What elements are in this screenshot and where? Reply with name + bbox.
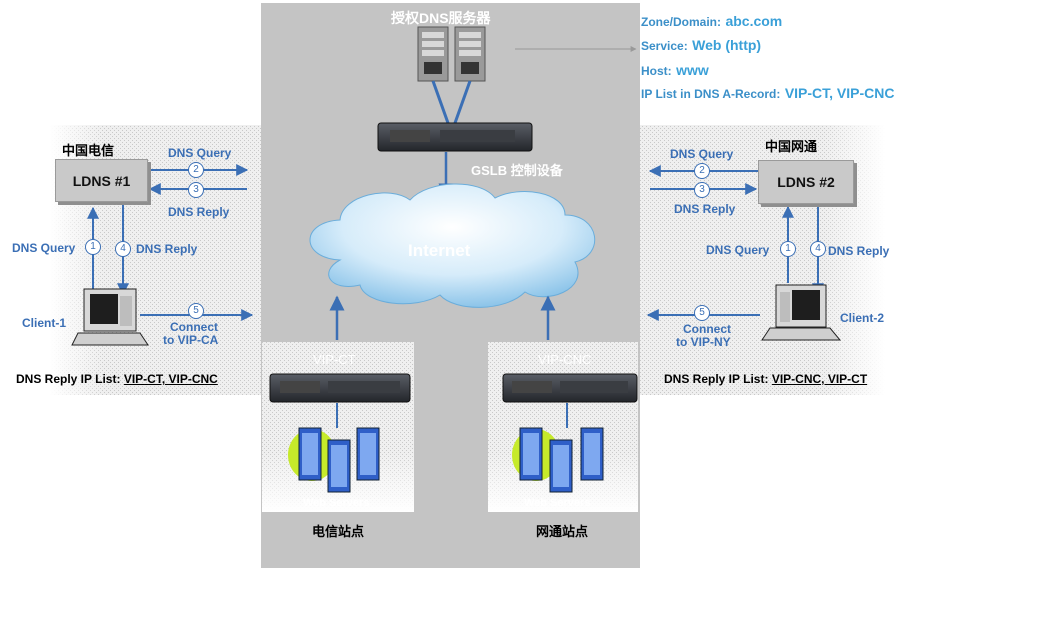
left-step-2-badge: 2 <box>188 162 204 178</box>
web-servers-ct <box>288 427 380 493</box>
internet-label: Internet <box>408 241 471 260</box>
client-1-computer <box>71 288 149 346</box>
ip-list-label: IP List in DNS A-Record: <box>641 87 781 101</box>
site-cnc-name: 网通站点 <box>536 524 589 539</box>
vip-ct-label: VIP-CT <box>313 352 356 367</box>
right-isp-label: 中国网通 <box>765 139 818 154</box>
right-dns-query-top-label: DNS Query <box>670 147 734 161</box>
ip-list-value: VIP-CT, VIP-CNC <box>784 85 895 101</box>
site-cnc-servers-label: Web Servers <box>524 497 591 509</box>
host-value: www <box>676 62 709 78</box>
site-ct-servers-label: Web Servers <box>303 497 370 509</box>
dns-server-left <box>417 26 449 82</box>
right-reply-ip-list-value: VIP-CNC, VIP-CT <box>771 372 868 386</box>
host-line: Host: www <box>641 62 709 80</box>
right-reply-ip-list: DNS Reply IP List: VIP-CNC, VIP-CT <box>664 372 867 386</box>
left-step-5-badge: 5 <box>188 303 204 319</box>
host-label: Host: <box>641 64 672 78</box>
authoritative-dns-label: 授权DNS服务器 <box>391 10 491 26</box>
right-connect-label: Connect <box>683 322 731 336</box>
ldns-2-box: LDNS #2 <box>758 160 854 204</box>
client-1-label: Client-1 <box>22 316 67 330</box>
ip-list-line: IP List in DNS A-Record: VIP-CT, VIP-CNC <box>641 85 895 103</box>
zone-label: Zone/Domain: <box>641 15 721 29</box>
vip-ct-device <box>269 373 411 403</box>
left-dns-reply-top-label: DNS Reply <box>168 205 230 219</box>
right-reply-ip-list-label: DNS Reply IP List: <box>664 372 769 386</box>
left-reply-ip-list-value: VIP-CT, VIP-CNC <box>123 372 218 386</box>
right-step-5-badge: 5 <box>694 305 710 321</box>
right-step-3-badge: 3 <box>694 182 710 198</box>
left-connect-target-label: to VIP-CA <box>163 333 219 347</box>
left-step-4-badge: 4 <box>115 241 131 257</box>
service-value: Web (http) <box>692 37 762 53</box>
right-dns-reply-side-label: DNS Reply <box>828 244 890 258</box>
internet-cloud <box>309 183 596 308</box>
ldns-1-box: LDNS #1 <box>55 159 148 202</box>
right-step-2-badge: 2 <box>694 163 710 179</box>
left-connect-label: Connect <box>170 320 218 334</box>
dns-server-right <box>454 26 486 82</box>
zone-domain-line: Zone/Domain: abc.com <box>641 13 782 31</box>
vip-cnc-label: VIP-CNC <box>538 352 592 367</box>
web-servers-cnc <box>512 427 604 493</box>
right-dns-reply-top-label: DNS Reply <box>674 202 736 216</box>
right-connect-target-label: to VIP-NY <box>676 335 731 349</box>
left-step-1-badge: 1 <box>85 239 101 255</box>
zone-value: abc.com <box>725 13 783 29</box>
site-ct-name: 电信站点 <box>312 524 365 539</box>
client-2-label: Client-2 <box>840 311 885 325</box>
left-reply-ip-list: DNS Reply IP List: VIP-CT, VIP-CNC <box>16 372 218 386</box>
right-step-4-badge: 4 <box>810 241 826 257</box>
left-dns-query-side-label: DNS Query <box>12 241 76 255</box>
client-2-computer <box>761 284 842 341</box>
left-dns-query-top-label: DNS Query <box>168 146 232 160</box>
ldns-1-label: LDNS #1 <box>72 172 131 189</box>
right-dns-query-side-label: DNS Query <box>706 243 770 257</box>
gslb-device <box>377 122 533 152</box>
left-isp-label: 中国电信 <box>62 143 115 158</box>
service-line: Service: Web (http) <box>641 37 761 55</box>
service-label: Service: <box>641 39 688 53</box>
left-reply-ip-list-label: DNS Reply IP List: <box>16 372 121 386</box>
gslb-label: GSLB 控制设备 <box>471 163 563 178</box>
left-step-3-badge: 3 <box>188 182 204 198</box>
left-dns-reply-side-label: DNS Reply <box>136 242 198 256</box>
right-step-1-badge: 1 <box>780 241 796 257</box>
vip-cnc-device <box>502 373 638 403</box>
ldns-2-label: LDNS #2 <box>777 174 835 190</box>
